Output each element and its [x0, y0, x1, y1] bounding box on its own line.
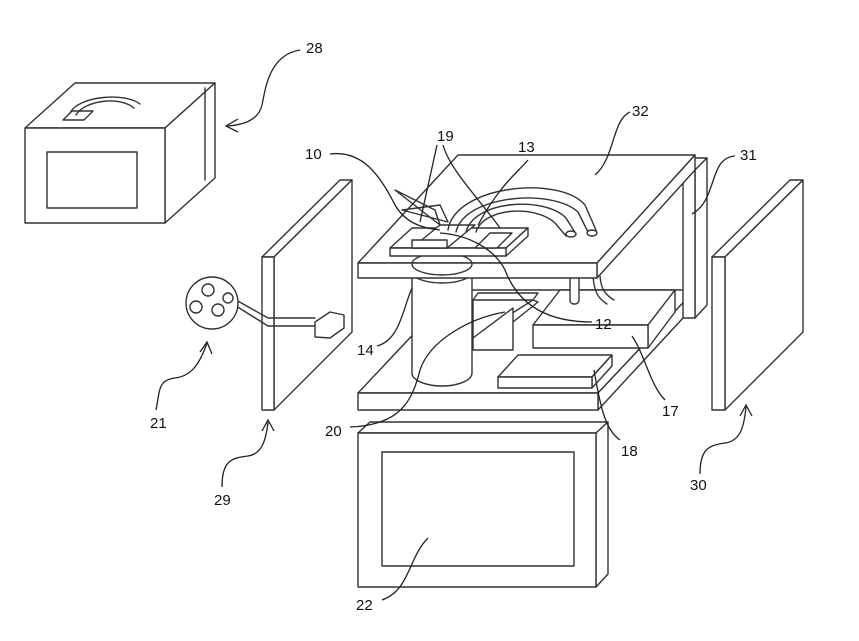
label-10: 10 — [305, 146, 322, 163]
side-panel-30 — [712, 180, 803, 410]
label-19: 19 — [437, 128, 454, 145]
back-wall-31 — [683, 158, 707, 318]
label-32: 32 — [632, 103, 649, 120]
label-31: 31 — [740, 147, 757, 164]
side-panel-29 — [236, 180, 352, 410]
label-21: 21 — [150, 415, 167, 432]
label-30: 30 — [690, 477, 707, 494]
top-plate-32 — [358, 155, 695, 278]
label-28: 28 — [306, 40, 323, 57]
label-29: 29 — [214, 492, 231, 509]
closed-box-28 — [25, 83, 215, 223]
label-17: 17 — [662, 403, 679, 420]
label-12: 12 — [595, 316, 612, 333]
label-14: 14 — [357, 342, 374, 359]
front-panel-22 — [358, 422, 608, 587]
label-20: 20 — [325, 423, 342, 440]
label-13: 13 — [518, 139, 535, 156]
label-22: 22 — [356, 597, 373, 614]
label-18: 18 — [621, 443, 638, 460]
round-connector-21 — [186, 277, 238, 329]
